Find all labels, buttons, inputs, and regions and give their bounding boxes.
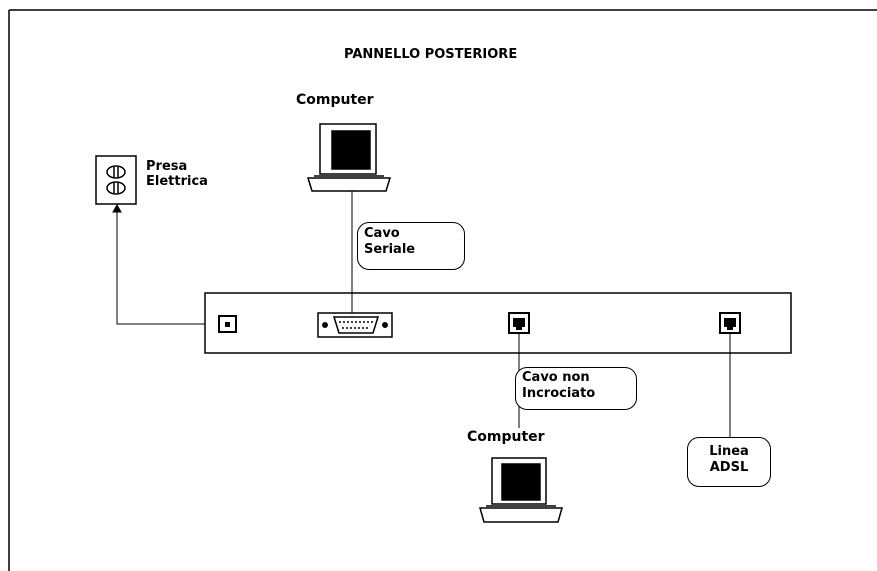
straight-cable-line2: Incrociato xyxy=(522,386,596,402)
computer-top-label: Computer xyxy=(296,92,374,108)
power-cable xyxy=(112,203,217,325)
serial-port-icon xyxy=(317,312,393,338)
straight-cable-callout: Cavo non Incrociato xyxy=(515,367,637,410)
computer-top-icon xyxy=(306,123,392,192)
adsl-line-callout: Linea ADSL xyxy=(687,437,771,487)
outlet-icon xyxy=(95,155,137,205)
diagram-title: PANNELLO POSTERIORE xyxy=(344,47,518,62)
outlet-label-line2: Elettrica xyxy=(146,174,208,190)
outlet-label-line1: Presa xyxy=(146,159,188,174)
adsl-port-icon xyxy=(719,312,741,334)
computer-bottom-label: Computer xyxy=(467,429,545,445)
computer-bottom-icon xyxy=(479,457,563,523)
adsl-line-line2: ADSL xyxy=(709,460,749,476)
serial-cable-line1: Cavo xyxy=(364,226,400,241)
adsl-line-line1: Linea xyxy=(709,444,749,459)
power-jack-icon xyxy=(218,315,237,333)
straight-cable-line1: Cavo non xyxy=(522,370,590,385)
ethernet-port-icon xyxy=(508,312,530,334)
back-panel xyxy=(204,292,792,354)
serial-cable-callout: Cavo Seriale xyxy=(357,222,465,270)
serial-cable-line2: Seriale xyxy=(364,242,416,258)
outlet-label: Presa Elettrica xyxy=(146,159,208,191)
